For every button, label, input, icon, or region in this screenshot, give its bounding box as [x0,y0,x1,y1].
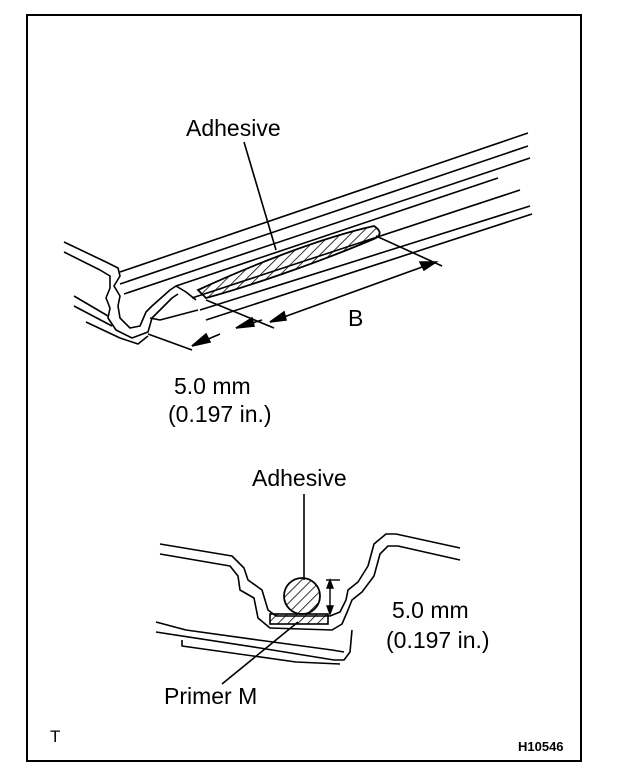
primer-label: Primer M [164,683,258,709]
adhesive-top-label: Adhesive [186,115,281,141]
adhesive-bead-top [196,225,381,300]
flange-cross-section [155,533,461,665]
primer-strip [269,613,329,625]
dimension-b-label: B [348,305,364,331]
adhesive-bead-section [283,577,321,615]
figure-frame [26,14,582,762]
corner-mark: T [50,727,61,746]
dimension-b [205,235,443,329]
dimension-5mm-bottom [325,578,340,616]
primer-leader [221,621,299,685]
adhesive-bottom-label: Adhesive [252,465,347,491]
dimension-bottom-mm-label: 5.0 mm [392,597,469,623]
dimension-top-in-label: (0.197 in.) [168,401,272,427]
dimension-bottom-in-label: (0.197 in.) [386,627,490,653]
adhesive-top-leader [243,141,277,251]
dimension-5mm-top [147,316,263,351]
dimension-top-mm-label: 5.0 mm [174,373,251,399]
figure-code: H10546 [518,739,564,754]
